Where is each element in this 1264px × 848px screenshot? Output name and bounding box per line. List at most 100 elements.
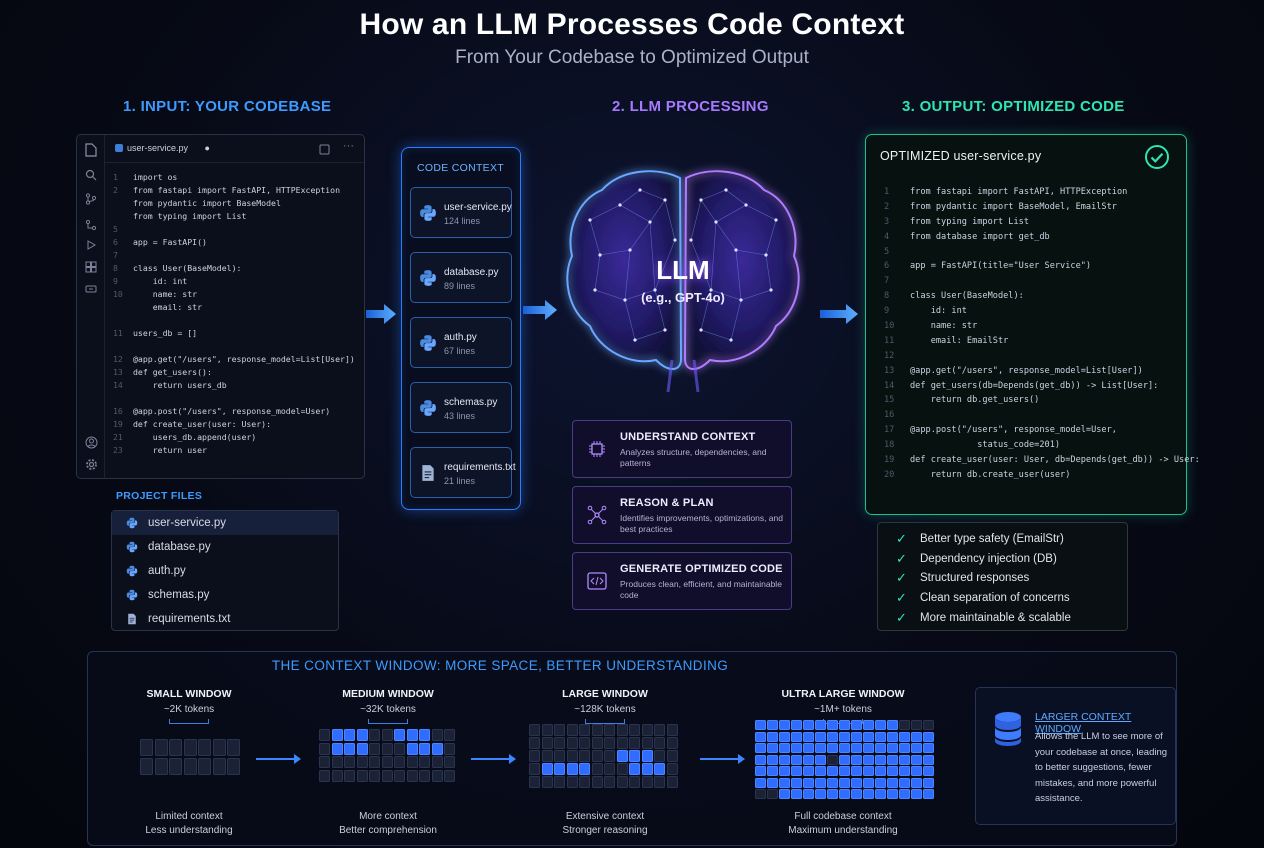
token-cell	[604, 763, 615, 775]
token-cell	[381, 756, 393, 768]
editor-tab-bar: user-service.py ● ···	[105, 135, 364, 163]
extensions-icon[interactable]	[84, 261, 98, 275]
line-number: 3	[884, 216, 890, 227]
database-icon	[995, 712, 1021, 746]
code-icon	[586, 570, 608, 592]
line-number: 19	[884, 455, 895, 466]
arrow-right-icon	[820, 304, 858, 324]
code-line: 10 name: str	[884, 319, 1200, 334]
llm-model-example: (e.g., GPT-4o)	[641, 290, 725, 305]
line-number: 12	[884, 350, 895, 361]
token-cell	[923, 789, 934, 799]
token-cell	[331, 769, 343, 782]
window-description: Extensive context	[565, 811, 645, 822]
remote-icon[interactable]	[84, 283, 98, 297]
token-cell	[529, 724, 540, 736]
project-file-item[interactable]: auth.py	[112, 559, 338, 583]
token-cell	[541, 763, 553, 775]
token-cell	[356, 756, 368, 768]
line-number: 6	[113, 237, 118, 247]
token-cell	[406, 769, 418, 782]
code-line: 5	[884, 245, 1200, 260]
code-text: class User(BaseModel):	[910, 291, 1024, 302]
token-cell	[851, 777, 862, 788]
source-control-icon[interactable]	[84, 193, 98, 207]
line-number: 1	[884, 187, 890, 197]
files-icon[interactable]	[84, 143, 98, 157]
token-cell	[887, 777, 898, 788]
arrow-right-icon	[366, 304, 396, 324]
project-file-item[interactable]: schemas.py	[112, 583, 338, 607]
token-cell	[579, 750, 590, 762]
token-cell	[911, 743, 922, 753]
token-cell	[803, 731, 814, 742]
code-text: def create_user(user: User):	[133, 419, 272, 429]
branch-icon[interactable]	[84, 219, 98, 233]
settings-gear-icon[interactable]	[84, 458, 98, 472]
token-cell	[863, 731, 874, 742]
token-cell	[212, 757, 226, 775]
token-cell	[591, 750, 603, 762]
token-cell	[899, 777, 910, 788]
account-icon[interactable]	[84, 436, 98, 450]
debug-icon[interactable]	[84, 239, 98, 253]
token-cell	[554, 763, 565, 775]
line-number	[113, 314, 133, 327]
search-icon[interactable]	[84, 169, 98, 183]
project-file-item[interactable]: requirements.txt	[112, 607, 338, 631]
token-cell	[839, 731, 850, 742]
token-cell	[319, 742, 330, 755]
larger-context-description: Allows the LLM to see more of your codeb…	[1035, 731, 1168, 804]
larger-context-title[interactable]: LARGER CONTEXT WINDOW	[1035, 711, 1132, 735]
python-file-icon	[126, 589, 138, 601]
token-cell	[827, 720, 838, 730]
line-number: 15	[884, 395, 895, 406]
token-cell	[604, 750, 615, 762]
token-cell	[815, 720, 826, 730]
line-number	[113, 210, 133, 223]
token-cell	[827, 777, 838, 788]
token-cell	[803, 720, 814, 730]
code-text: name: str	[910, 321, 978, 332]
code-text: def create_user(user: User, db=Depends(g…	[910, 455, 1200, 466]
token-cell	[169, 757, 182, 775]
token-cell	[863, 789, 874, 799]
more-actions-icon[interactable]: ···	[343, 140, 354, 152]
python-file-icon	[419, 269, 437, 287]
split-editor-icon[interactable]	[319, 142, 330, 160]
line-number	[113, 197, 133, 210]
line-number: 16	[113, 406, 123, 416]
token-cell	[529, 750, 540, 762]
token-cell	[827, 743, 838, 753]
project-file-item[interactable]: user-service.py	[112, 511, 338, 535]
token-cell	[369, 756, 380, 768]
code-line: 9 id: int	[884, 304, 1200, 319]
code-text: status_code=201)	[910, 440, 1061, 451]
line-number	[113, 340, 133, 353]
context-file-name: user-service.py	[444, 202, 512, 213]
editor-tab[interactable]: user-service.py ●	[115, 143, 210, 153]
line-number: 10	[113, 289, 123, 299]
code-text: from pydantic import BaseModel	[133, 198, 281, 208]
token-cell	[779, 789, 790, 799]
token-cell	[641, 763, 653, 775]
token-cell	[554, 724, 565, 736]
window-token-count: ~128K tokens	[574, 704, 636, 715]
token-cell	[629, 763, 640, 775]
project-file-item[interactable]: database.py	[112, 535, 338, 559]
code-line: 10 name: str	[113, 288, 355, 301]
token-cell	[875, 777, 886, 788]
token-cell	[591, 776, 603, 788]
